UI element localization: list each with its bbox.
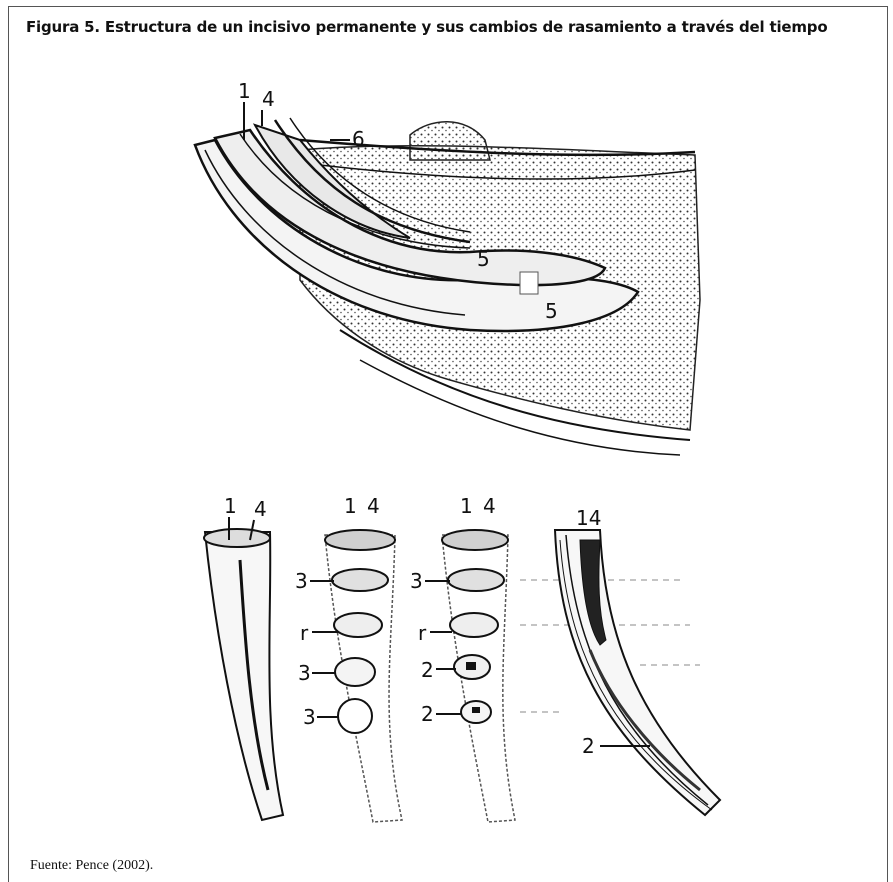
tooth-c-label-3: 3 [410, 569, 423, 593]
tooth-a: 1 4 [204, 494, 283, 820]
tooth-a-label-1: 1 [224, 494, 237, 518]
tooth-b: 1 4 3 r 3 3 [295, 494, 402, 822]
tooth-a-label-4: 4 [254, 497, 267, 521]
tooth-b-label-r: r [300, 621, 309, 645]
tooth-c-label-1: 1 [460, 494, 473, 518]
tooth-c-label-2a: 2 [421, 658, 434, 682]
tooth-d-label-14: 14 [576, 506, 601, 530]
tooth-c-label-4: 4 [483, 494, 496, 518]
jaw-label-5-lower: 5 [545, 299, 558, 323]
tooth-b-label-3b: 3 [298, 661, 311, 685]
tooth-c-label-r: r [418, 621, 427, 645]
tooth-c-label-2b: 2 [421, 702, 434, 726]
jaw-label-6: 6 [352, 127, 365, 151]
tooth-d: 14 2 [555, 506, 720, 815]
jaw-label-4: 4 [262, 87, 275, 111]
tooth-b-label-3a: 3 [295, 569, 308, 593]
tooth-b-label-4: 4 [367, 494, 380, 518]
jaw-label-1: 1 [238, 79, 251, 103]
tooth-b-label-3c: 3 [303, 705, 316, 729]
tooth-d-label-2: 2 [582, 734, 595, 758]
jaw-label-5-upper: 5 [477, 247, 490, 271]
figure-source: Fuente: Pence (2002). [30, 858, 153, 874]
tooth-c: 1 4 3 r 2 2 [410, 494, 515, 822]
tooth-b-label-1: 1 [344, 494, 357, 518]
